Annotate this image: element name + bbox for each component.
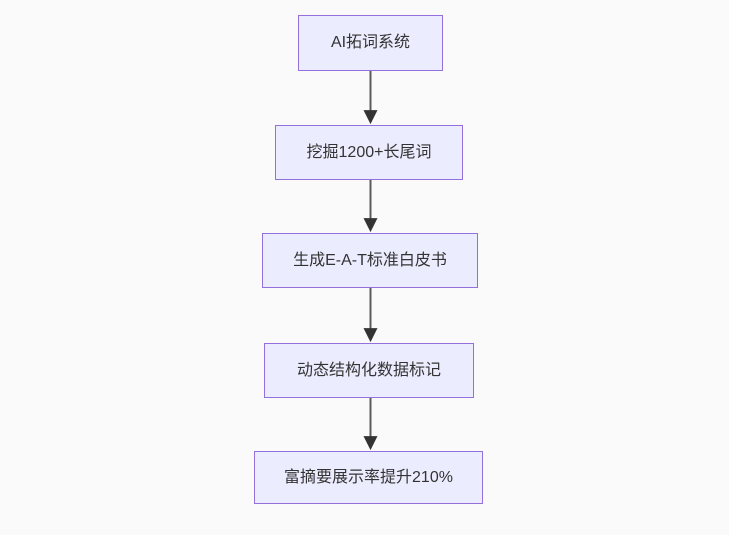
flow-node-label: 富摘要展示率提升210% xyxy=(284,468,453,486)
flow-node-ai-system: AI拓词系统 xyxy=(298,15,443,71)
flow-node-eat-whitepaper: 生成E-A-T标准白皮书 xyxy=(262,233,478,288)
flow-node-longtail-keywords: 挖掘1200+长尾词 xyxy=(275,125,463,180)
flow-node-rich-snippet-rate: 富摘要展示率提升210% xyxy=(254,451,483,504)
flow-node-label: AI拓词系统 xyxy=(330,34,411,51)
flow-node-structured-data: 动态结构化数据标记 xyxy=(264,343,474,398)
flow-node-label: 挖掘1200+长尾词 xyxy=(306,143,432,161)
flow-node-label: 动态结构化数据标记 xyxy=(296,361,441,379)
flow-node-label: 生成E-A-T标准白皮书 xyxy=(293,251,447,269)
